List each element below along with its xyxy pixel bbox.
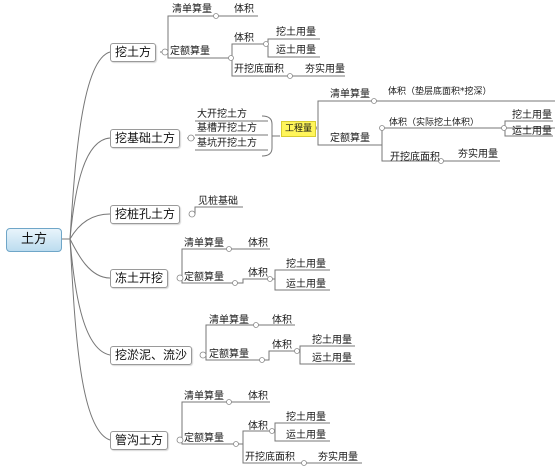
b1-dtiji: 体积 xyxy=(234,33,254,44)
b1-ding: 定额算量 xyxy=(170,46,210,57)
b6-hang: 夯实用量 xyxy=(318,452,358,463)
b2-dtiji: 体积（实际挖土体积） xyxy=(389,118,480,128)
b1-hang: 夯实用量 xyxy=(305,64,345,75)
branch-pipe-trench[interactable]: 管沟土方 xyxy=(110,431,169,450)
branch-dig-foundation[interactable]: 挖基础土方 xyxy=(110,129,181,148)
b4-wa: 挖土用量 xyxy=(286,259,326,270)
b2-wa: 挖土用量 xyxy=(512,110,552,121)
branch-silt-quicksand[interactable]: 挖淤泥、流沙 xyxy=(110,346,193,365)
b6-kai: 开挖底面积 xyxy=(245,452,295,463)
b1-qingdan: 清单算量 xyxy=(172,4,212,15)
b6-ding: 定额算量 xyxy=(184,433,224,444)
b3-note: 见桩基础 xyxy=(198,196,238,207)
b5-yun: 运土用量 xyxy=(312,353,352,364)
b2-qingdan: 清单算量 xyxy=(330,89,370,100)
b6-yun: 运土用量 xyxy=(286,430,326,441)
b2-gcl-highlight[interactable]: 工程量 xyxy=(281,121,317,137)
b1-wa: 挖土用量 xyxy=(276,27,316,38)
b2-sub1: 大开挖土方 xyxy=(197,109,247,120)
b1-kai: 开挖底面积 xyxy=(234,64,284,75)
b4-yun: 运土用量 xyxy=(286,279,326,290)
b5-ding: 定额算量 xyxy=(209,349,249,360)
b4-qingdan: 清单算量 xyxy=(184,238,224,249)
branch-frozen-soil[interactable]: 冻土开挖 xyxy=(110,269,169,288)
b5-tiji: 体积 xyxy=(272,315,292,326)
b2-hang: 夯实用量 xyxy=(458,149,498,160)
b1-tiji: 体积 xyxy=(234,4,254,15)
b1-yun: 运土用量 xyxy=(276,45,316,56)
b5-qingdan: 清单算量 xyxy=(209,315,249,326)
branch-dig-pile-hole[interactable]: 挖桩孔土方 xyxy=(110,205,181,224)
b5-wa: 挖土用量 xyxy=(312,335,352,346)
b2-sub3: 基坑开挖土方 xyxy=(197,138,257,149)
b6-dtiji: 体积 xyxy=(248,421,268,432)
b4-ding: 定额算量 xyxy=(184,272,224,283)
b2-sub2: 基槽开挖土方 xyxy=(197,123,257,134)
b2-yun: 运土用量 xyxy=(512,126,552,137)
b6-wa: 挖土用量 xyxy=(286,412,326,423)
b4-dtiji: 体积 xyxy=(248,268,268,279)
b2-kai: 开挖底面积 xyxy=(390,152,440,163)
b6-tiji: 体积 xyxy=(248,391,268,402)
branch-dig-earthwork[interactable]: 挖土方 xyxy=(110,43,157,62)
root-node[interactable]: 土方 xyxy=(6,228,62,252)
b4-tiji: 体积 xyxy=(248,238,268,249)
b2-ding: 定额算量 xyxy=(330,133,370,144)
b5-dtiji: 体积 xyxy=(272,340,292,351)
b2-qtiji: 体积（垫层底面积*挖深） xyxy=(388,87,492,97)
b6-qingdan: 清单算量 xyxy=(184,391,224,402)
